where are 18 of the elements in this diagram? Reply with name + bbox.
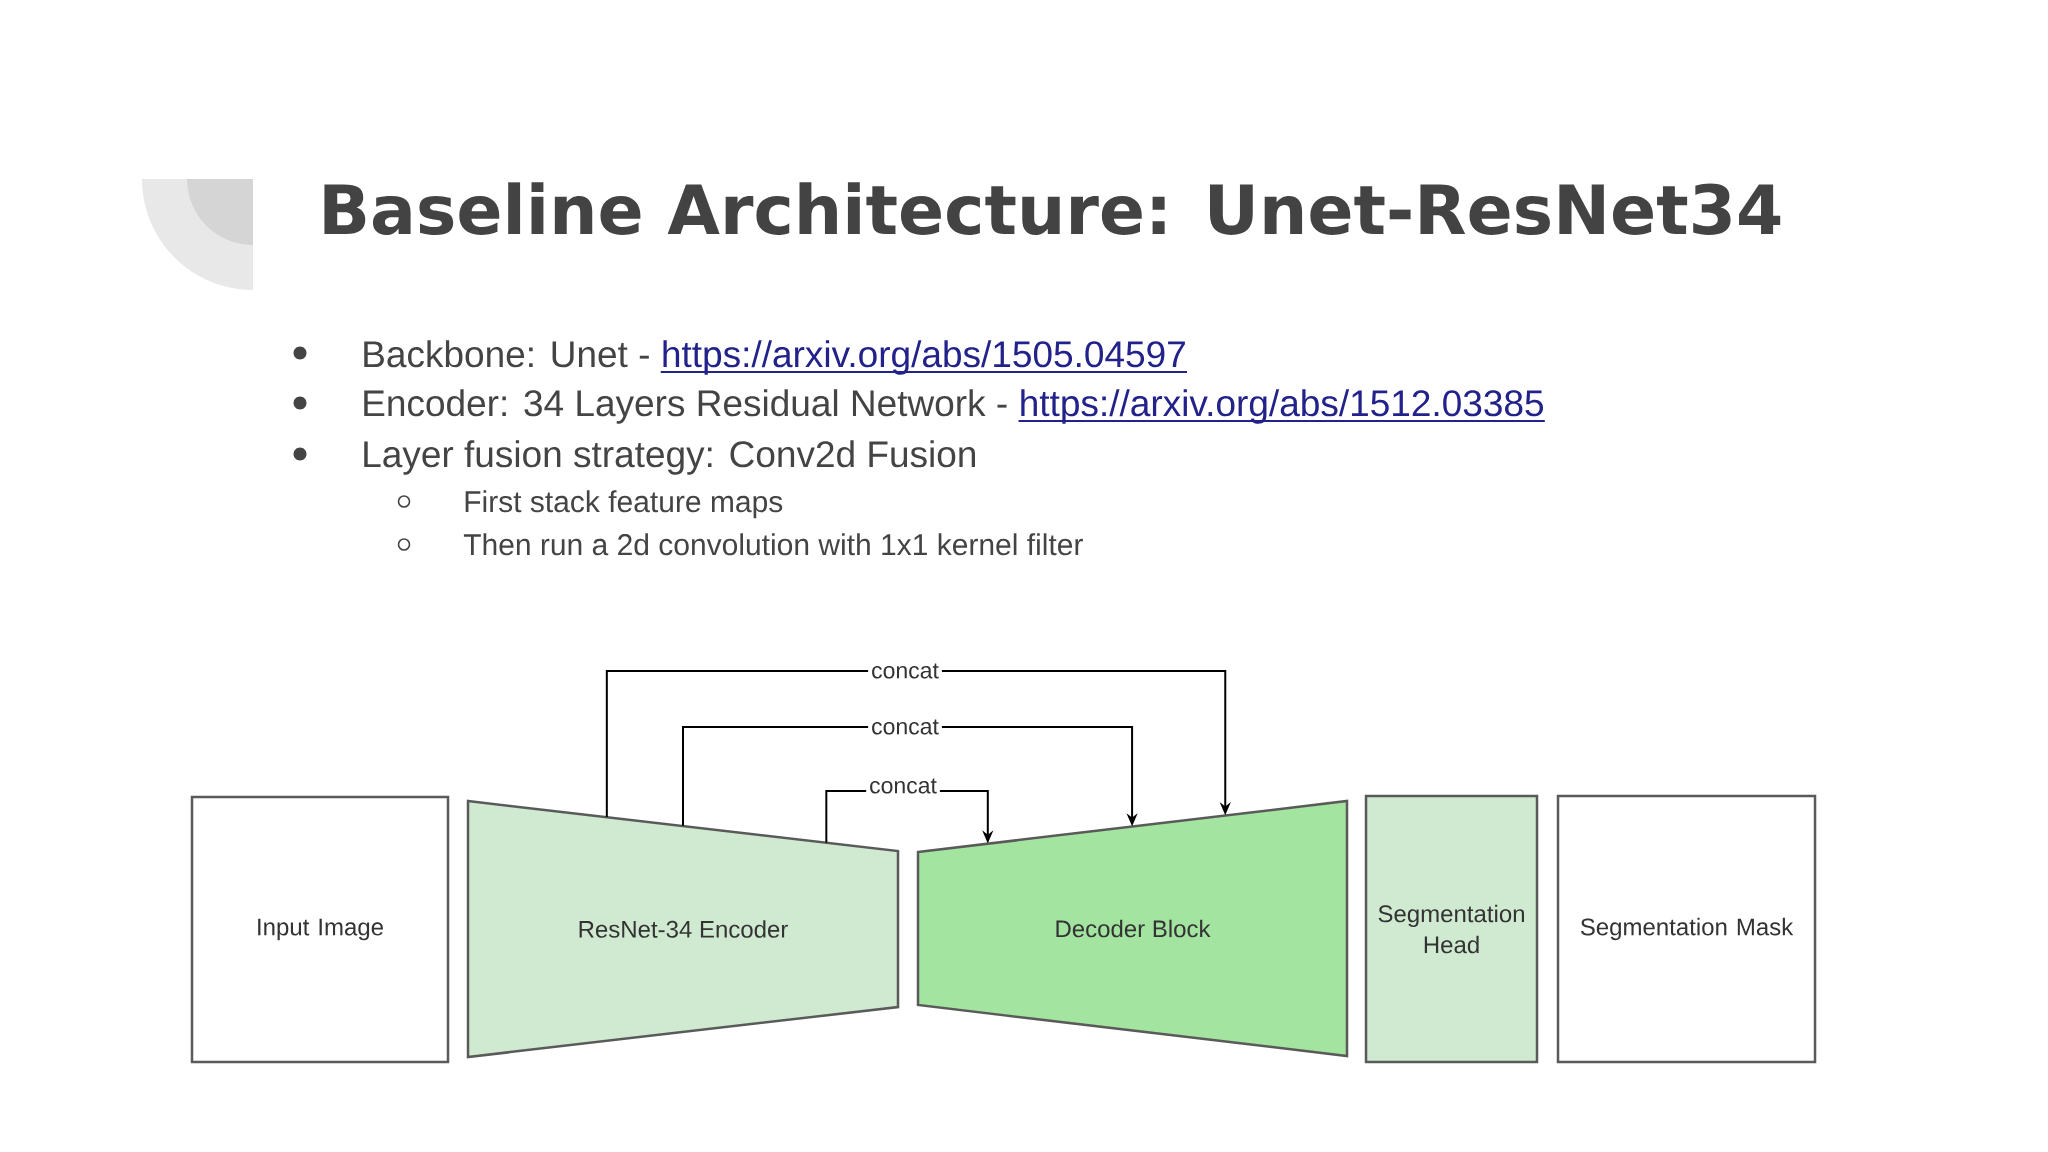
edge-label: concat [868, 716, 942, 738]
arrow [682, 726, 1138, 827]
slide-title: Baseline Architecture: Unet-ResNet34 [324, 182, 1781, 235]
arrow [605, 670, 1231, 818]
process-box: Input Image [190, 795, 450, 1064]
bullet-text: Then run a 2d convolution with 1x1 kernel filter [463, 533, 1083, 556]
process-box: Segmentation Mask [1556, 794, 1817, 1064]
edge-label: concat [866, 775, 940, 797]
link: https://arxiv.org/abs/1505.04597 [659, 340, 1188, 375]
bullet-text: Encoder: 34 Layers Residual Network - [364, 389, 1007, 424]
edge-label: concat [868, 660, 942, 682]
trapezoid-block: Decoder Block [916, 799, 1349, 1058]
process-box: Segmentation Head [1364, 794, 1539, 1064]
bullet-text: Layer fusion strategy: Conv2d Fusion [364, 440, 975, 475]
bullet-text: First stack feature maps [465, 490, 783, 519]
link: https://arxiv.org/abs/1512.03385 [1017, 389, 1546, 424]
bullet-text: Backbone: Unet - [364, 340, 649, 368]
trapezoid-block: ResNet-34 Encoder [466, 799, 900, 1059]
